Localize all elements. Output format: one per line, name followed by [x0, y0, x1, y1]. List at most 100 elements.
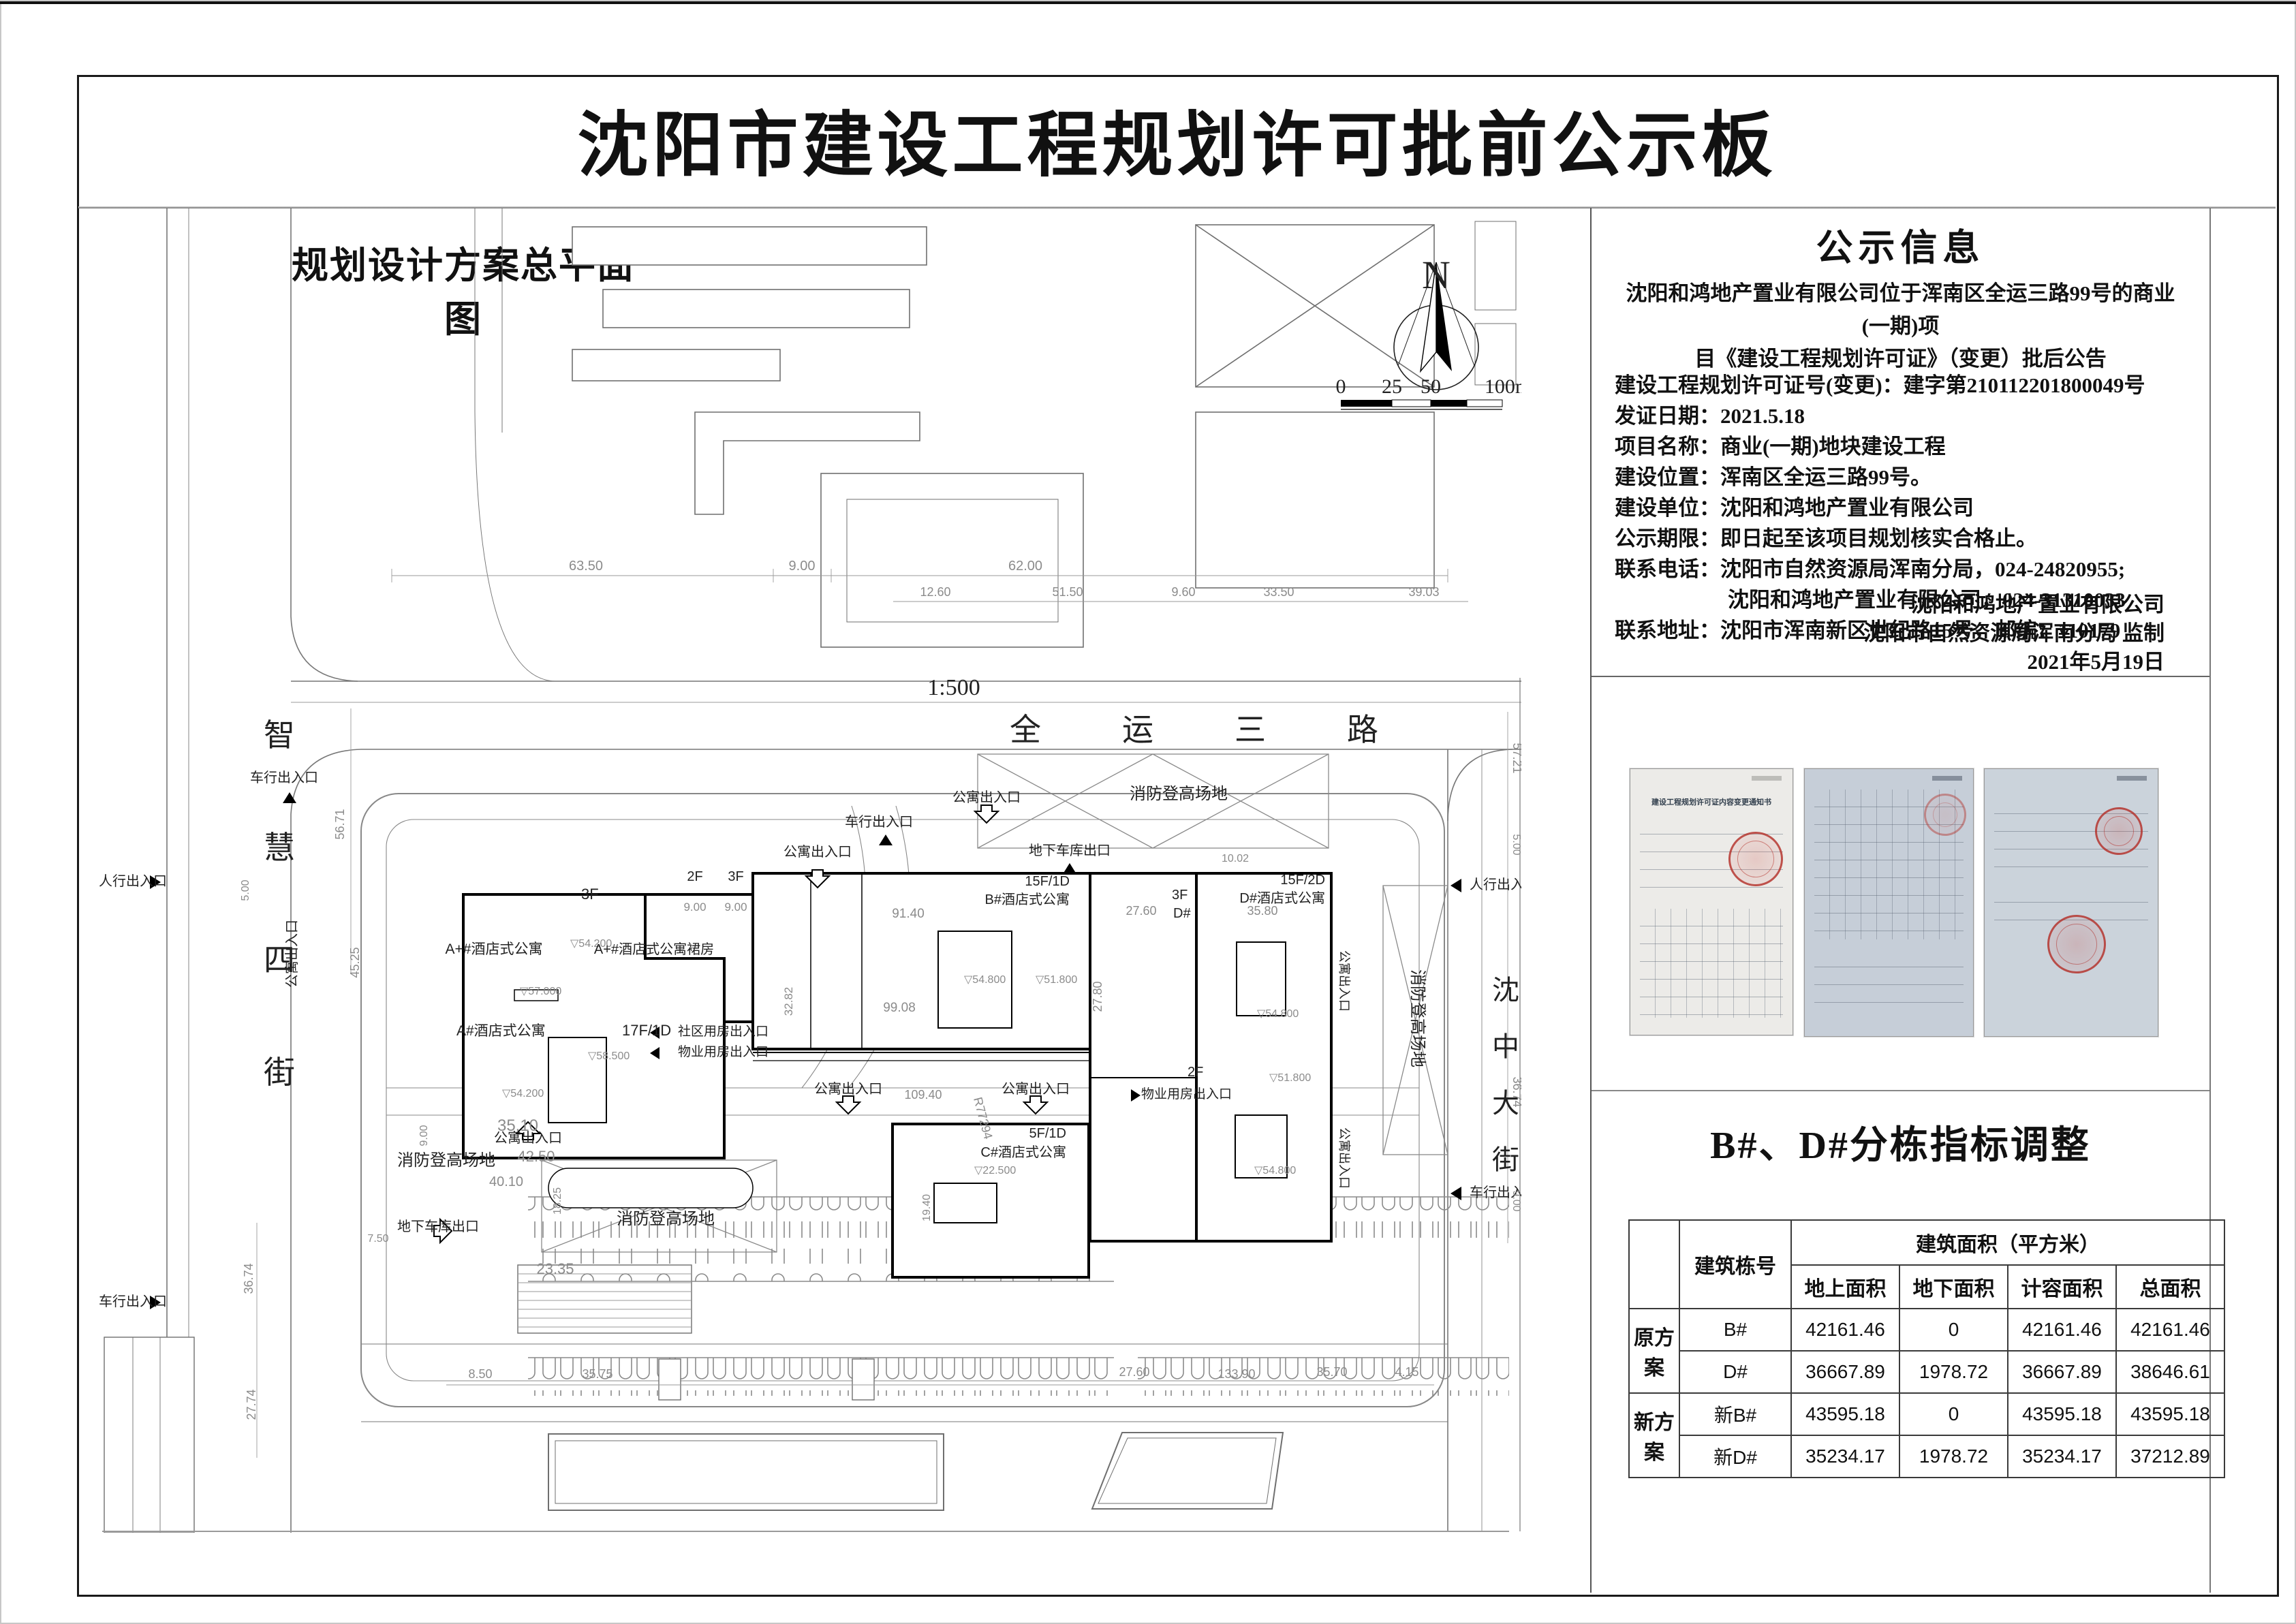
notice-field-label: 项目名称： [1615, 435, 1720, 458]
doc1-pageheader [1752, 776, 1782, 781]
notice-field-line: 建设单位：沈阳和鸿地产置业有限公司 [1615, 493, 2196, 523]
notice-field-line: 建设位置：浑南区全运三路99号。 [1615, 462, 2196, 493]
plan-label: 运 [1122, 713, 1153, 747]
notice-panel: 公示信息 沈阳和鸿地产置业有限公司位于浑南区全运三路99号的商业(一期)项 目《… [1592, 208, 2209, 676]
plan-label: ▽54.800 [1257, 1008, 1299, 1020]
plan-label: 公寓出入口 [494, 1130, 562, 1146]
plan-label: 物业用房出入口 [1141, 1087, 1232, 1102]
plan-label: 109.40 [904, 1088, 942, 1102]
col-subheader: 总面积 [2115, 1264, 2225, 1309]
document-scan-1: 建设工程规划许可证内容变更通知书 [1630, 768, 1793, 1035]
plan-label: 100m [1485, 375, 1521, 398]
plan-label: 2F [1188, 1065, 1203, 1080]
plan-label: B#酒店式公寓 [985, 892, 1070, 907]
plan-label: 大 [1492, 1088, 1519, 1119]
plan-label: 3F [728, 869, 743, 884]
plan-label: 19.40 [921, 1194, 933, 1221]
cell-area-value: 36667.89 [1790, 1350, 1900, 1394]
notice-field-label: 联系地址： [1615, 619, 1720, 642]
plan-label: 车行出入口 [845, 814, 913, 830]
notice-field-value: 沈阳和鸿地产置业有限公司，024-31310033 [1728, 588, 2126, 612]
building-d [1195, 872, 1333, 1243]
notice-field-value: 沈阳市自然资源局浑南分局，024-24820955; [1720, 557, 2126, 581]
notice-field-value: 商业(一期)地块建设工程 [1720, 435, 1946, 458]
docs-table-divider [1592, 1090, 2209, 1091]
plan-label: 35.80 [1247, 904, 1277, 918]
col-subheader: 地上面积 [1790, 1264, 1900, 1309]
plan-label: ▽51.800 [1036, 974, 1077, 986]
plan-label: 社区用房出入口 [678, 1024, 769, 1039]
plan-label: 27.60 [1119, 1365, 1149, 1379]
col-subheader: 计容面积 [2007, 1264, 2117, 1309]
cell-building: D# [1679, 1350, 1792, 1394]
plan-label: 0 [1336, 375, 1346, 398]
plan-label: 车行出入口 [1470, 1185, 1521, 1200]
row-group-label: 原方案 [1628, 1308, 1680, 1394]
buildings [462, 872, 1333, 1279]
notice-field-label: 建设工程规划许可证号(变更)： [1615, 373, 1904, 397]
cell-area-value: 38646.61 [2115, 1350, 2225, 1394]
plan-label: 地下车库出口 [1029, 843, 1111, 858]
notice-field-value: 沈阳和鸿地产置业有限公司 [1720, 496, 1974, 520]
notice-title: 公示信息 [1816, 228, 1985, 268]
entrance-arrows [150, 792, 1461, 1309]
plan-label: 四 [264, 943, 295, 978]
cell-building: 新D# [1679, 1435, 1792, 1478]
plan-label: 街 [264, 1055, 295, 1090]
document-scan-3 [1984, 768, 2158, 1037]
plan-label: 消防登高场地 [617, 1210, 715, 1228]
plan-label: 27.60 [1126, 904, 1156, 918]
plan-label: 地下车库出口 [397, 1219, 479, 1234]
plan-label: 36.74 [242, 1263, 255, 1294]
plan-label: 33.50 [1263, 585, 1294, 599]
plan-label: 公寓出入口 [1337, 1127, 1351, 1189]
plan-label: 63.50 [569, 559, 603, 574]
cell-area-value: 43595.18 [1790, 1392, 1900, 1436]
plan-label: N [1422, 253, 1450, 297]
plan-label: 25 [1382, 375, 1402, 398]
plan-label: 9.00 [789, 559, 816, 574]
north-compass-icon [1393, 262, 1479, 390]
plan-label: 慧 [264, 830, 295, 865]
plan-label: 57.21 [1510, 743, 1521, 773]
notice-field-line: 联系地址：沈阳市浑南新区世纪路15号，邮编：110179 [1615, 615, 2196, 646]
notice-field-value: 浑南区全运三路99号。 [1720, 465, 1932, 489]
plan-label: 42.50 [517, 1148, 555, 1165]
plan-label: 人行出入口 [99, 873, 167, 889]
plan-label: 62.00 [1008, 559, 1042, 574]
table-corner-cell [1628, 1219, 1680, 1309]
plan-label: A+#酒店式公寓 [446, 941, 543, 957]
notice-field-value: 即日起至该项目规划核实合格止。 [1720, 527, 2037, 550]
notice-field-line: 发证日期：2021.5.18 [1615, 401, 2196, 431]
plan-label: 全 [1010, 713, 1041, 747]
neighbor-blocks [572, 221, 1517, 648]
plan-label: ▽22.500 [974, 1165, 1016, 1176]
plan-label: 18.25 [552, 1187, 563, 1215]
notice-field-label: 公示期限： [1615, 527, 1720, 550]
plan-label: 3F [581, 886, 599, 903]
plan-label: 45.25 [348, 947, 362, 978]
plan-label: 4.15 [1395, 1365, 1418, 1379]
plan-label: 消防登高场地 [1408, 969, 1427, 1067]
plan-label: ▽58.500 [588, 1050, 630, 1062]
plan-label: ▽54.800 [1254, 1165, 1296, 1176]
plan-label: 物业用房出入口 [678, 1044, 769, 1059]
notice-footer-line: 2021年5月19日 [2027, 650, 2165, 674]
plan-label: 公寓出入口 [814, 1081, 882, 1097]
plan-label: 9.60 [1171, 585, 1195, 599]
plan-label: 街 [1492, 1144, 1519, 1175]
cell-area-value: 35234.17 [2007, 1435, 2117, 1478]
doc1-grid [1640, 909, 1783, 1018]
plan-label: 消防登高场地 [397, 1151, 495, 1170]
plan-label: 5.00 [240, 879, 251, 901]
plan-label: 5.00 [1510, 834, 1521, 855]
plan-label: 公寓出入口 [784, 844, 852, 860]
adjustment-title: B#、D#分栋指标调整 [1710, 1125, 2091, 1167]
plan-label: 50 [1421, 375, 1441, 398]
dimension-lines [256, 569, 1508, 1458]
plan-label: 9.00 [724, 901, 747, 914]
plan-label: 公寓出入口 [1337, 950, 1351, 1012]
